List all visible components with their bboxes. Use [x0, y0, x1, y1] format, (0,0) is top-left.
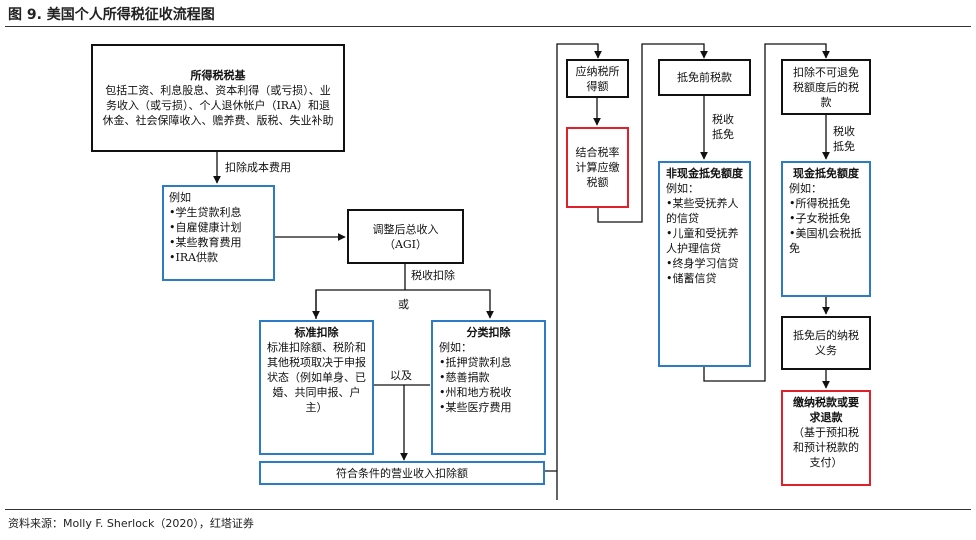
nonrefundable-item: •某些受抚养人的信贷 — [666, 197, 739, 225]
tax-liability-box: 抵免后的纳税义务 — [781, 316, 871, 370]
income-base-box: 所得税税基 包括工资、利息股息、资本利得（或亏损）、业务收入（或亏损）、个人退休… — [91, 44, 345, 152]
standard-deduction-box: 标准扣除 标准扣除额、税阶和其他税项取决于申报状态（例如单身、已婚、共同申报、户… — [259, 320, 374, 455]
label-or: 或 — [398, 298, 409, 311]
rate-calc-text: 结合税率计算应缴税额 — [575, 146, 620, 189]
income-base-body: 包括工资、利息股息、资本利得（或亏损）、业务收入（或亏损）、个人退休帐户（IRA… — [102, 84, 334, 127]
bottom-rule — [5, 509, 971, 510]
nonrefundable-title: 非现金抵免额度 — [666, 167, 743, 180]
refundable-item: •所得税抵免 — [789, 197, 851, 210]
itemized-item: •州和地方税收 — [439, 386, 512, 399]
label-and: 以及 — [390, 369, 412, 382]
itemized-item: •抵押贷款利息 — [439, 356, 512, 369]
above-line-item: •学生贷款利息 — [169, 206, 242, 219]
top-rule — [5, 26, 971, 27]
liability-text: 抵免后的纳税义务 — [793, 329, 859, 357]
itemized-deduction-box: 分类扣除 例如： •抵押贷款利息 •慈善捐款 •州和地方税收 •某些医疗费用 — [431, 320, 546, 455]
nonrefundable-item: •储蓄信贷 — [666, 272, 717, 285]
label-tax-deductions: 税收扣除 — [411, 269, 455, 282]
above-line-item: •IRA供款 — [169, 251, 219, 264]
arrow-qbi-to-taxable — [545, 43, 602, 500]
income-base-title: 所得税税基 — [190, 69, 246, 82]
refundable-subtitle: 例如： — [789, 182, 822, 195]
pay-or-refund-box: 缴纳税款或要求退款 （基于预扣税和预计税款的支付） — [781, 390, 871, 486]
refundable-item: •美国机会税抵免 — [789, 227, 862, 255]
arrow-nonref-to-after — [703, 43, 830, 382]
rate-calculation-box: 结合税率计算应缴税额 — [566, 127, 629, 208]
taxable-text: 应纳税所得额 — [575, 64, 620, 93]
pre-credit-text: 抵免前税款 — [677, 71, 732, 84]
agi-line1: 调整后总收入 — [372, 222, 439, 236]
above-line-item: •某些教育费用 — [169, 236, 242, 249]
itemized-subtitle: 例如： — [439, 341, 472, 354]
nonrefundable-subtitle: 例如： — [666, 182, 699, 195]
above-line-item: •自雇健康计划 — [169, 221, 242, 234]
pay-title: 缴纳税款或要求退款 — [793, 396, 859, 424]
refundable-title: 现金抵免额度 — [793, 167, 859, 180]
pay-body: （基于预扣税和预计税款的支付） — [793, 426, 859, 469]
above-line-deductions-box: 例如 •学生贷款利息 •自雇健康计划 •某些教育费用 •IRA供款 — [162, 185, 275, 281]
itemized-item: •慈善捐款 — [439, 371, 490, 384]
source-note: 资料来源：Molly F. Sherlock（2020），红塔证券 — [8, 517, 254, 530]
after-nonrefundable-box: 扣除不可退免税额度后的税款 — [781, 59, 871, 115]
refundable-item: •子女税抵免 — [789, 212, 851, 225]
standard-title: 标准扣除 — [294, 326, 339, 339]
itemized-title: 分类扣除 — [466, 326, 511, 339]
after-nonref-text: 扣除不可退免税额度后的税款 — [793, 65, 859, 109]
arrow-standard-to-qbi — [374, 384, 408, 461]
nonrefundable-credits-box: 非现金抵免额度 例如： •某些受抚养人的信贷 •儿童和受抚养人护理信贷 •终身学… — [658, 161, 751, 367]
arrow-rate-to-precredit — [597, 43, 708, 223]
taxable-income-box: 应纳税所得额 — [566, 59, 629, 98]
nonrefundable-item: •终身学习信贷 — [666, 257, 739, 270]
label-tax-credit-1: 税收抵免 — [712, 113, 734, 141]
pre-credit-tax-box: 抵免前税款 — [658, 59, 751, 96]
itemized-item: •某些医疗费用 — [439, 401, 512, 414]
agi-box: 调整后总收入 （AGI） — [347, 209, 464, 264]
agi-line2: （AGI） — [383, 237, 428, 251]
qbi-text: 符合条件的营业收入扣除额 — [336, 466, 468, 480]
label-deduct-costs: 扣除成本费用 — [225, 161, 291, 174]
qbi-deduction-box: 符合条件的营业收入扣除额 — [259, 461, 545, 485]
figure-title: 图 9. 美国个人所得税征收流程图 — [8, 7, 215, 23]
above-line-title: 例如 — [169, 191, 191, 204]
label-tax-credit-2: 税收抵免 — [833, 125, 855, 153]
standard-body: 标准扣除额、税阶和其他税项取决于申报状态（例如单身、已婚、共同申报、户主） — [267, 341, 366, 414]
refundable-credits-box: 现金抵免额度 例如： •所得税抵免 •子女税抵免 •美国机会税抵免 — [781, 161, 871, 297]
nonrefundable-item: •儿童和受抚养人护理信贷 — [666, 227, 739, 255]
